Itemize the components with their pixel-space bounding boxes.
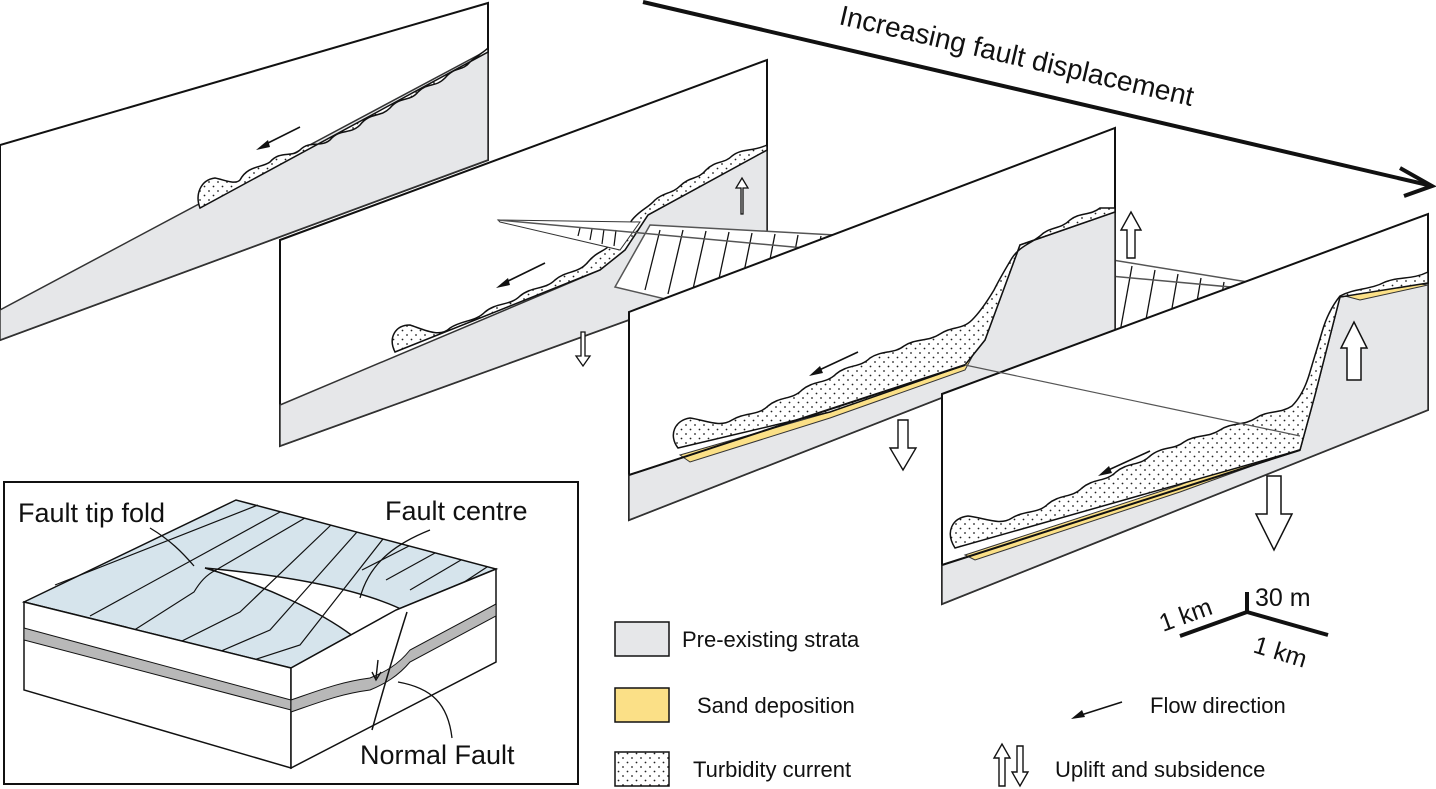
legend-flow-arrow xyxy=(1071,701,1123,719)
scale-1km-b: 1 km xyxy=(1250,631,1310,674)
flow-arrow-2 xyxy=(496,262,546,288)
legend-uplift-subsidence-icon xyxy=(992,742,1030,788)
inset-right-band xyxy=(290,603,497,713)
label-normal-fault: Normal Fault xyxy=(360,740,515,770)
subsidence-arrow-4 xyxy=(1254,475,1294,552)
panel-1 xyxy=(0,1,489,342)
displacement-arrow xyxy=(642,0,1436,198)
panel-3-turbidity xyxy=(672,207,1116,449)
panel-3 xyxy=(628,126,1143,522)
legend-swatch-turbidity xyxy=(614,751,670,787)
label-fault-centre: Fault centre xyxy=(385,496,528,526)
legend-swatch-sand xyxy=(614,687,670,723)
panel-4-turbidity xyxy=(949,270,1429,549)
panel-1-strata xyxy=(0,48,489,341)
label-fault-tip-fold: Fault tip fold xyxy=(18,498,165,528)
legend-label-uplift: Uplift and subsidence xyxy=(1055,757,1265,782)
uplift-arrow-3 xyxy=(1119,210,1143,259)
scale-30m: 30 m xyxy=(1255,584,1311,612)
legend-label-flow: Flow direction xyxy=(1150,693,1286,718)
subsidence-arrow-2 xyxy=(574,331,592,368)
leader-normal-fault xyxy=(397,681,453,739)
title-text: Increasing fault displacement xyxy=(837,0,1197,112)
legend-swatch-strata xyxy=(614,621,670,657)
inset-strata-lines xyxy=(54,504,488,668)
panel-2-fold-hatch xyxy=(577,227,617,247)
flow-arrow-3 xyxy=(809,351,859,376)
scale-bar xyxy=(1179,592,1329,638)
legend-label-sand: Sand deposition xyxy=(697,693,855,718)
panel-2-fold-strip xyxy=(496,219,641,251)
inset-box: Fault tip fold Fault centre Normal Fault xyxy=(3,481,579,785)
inset-fault-trace xyxy=(371,611,408,731)
legend-label-turbidity: Turbidity current xyxy=(693,757,851,782)
panel-2 xyxy=(279,58,768,448)
leader-centre xyxy=(359,529,431,599)
subsidence-arrow-3 xyxy=(888,419,918,472)
panel-1-turbidity xyxy=(197,46,489,210)
flow-arrow-1 xyxy=(256,126,301,150)
scale-1km-a: 1 km xyxy=(1155,593,1215,638)
leader-tip-fold xyxy=(149,527,195,567)
flow-arrow-4 xyxy=(1098,450,1151,476)
legend-label-strata: Pre-existing strata xyxy=(682,627,860,652)
uplift-arrow-4 xyxy=(1339,320,1369,381)
legend: Pre-existing strata Sand deposition Turb… xyxy=(614,621,1286,788)
uplift-arrow-2 xyxy=(734,176,750,215)
panel-4 xyxy=(941,212,1429,606)
